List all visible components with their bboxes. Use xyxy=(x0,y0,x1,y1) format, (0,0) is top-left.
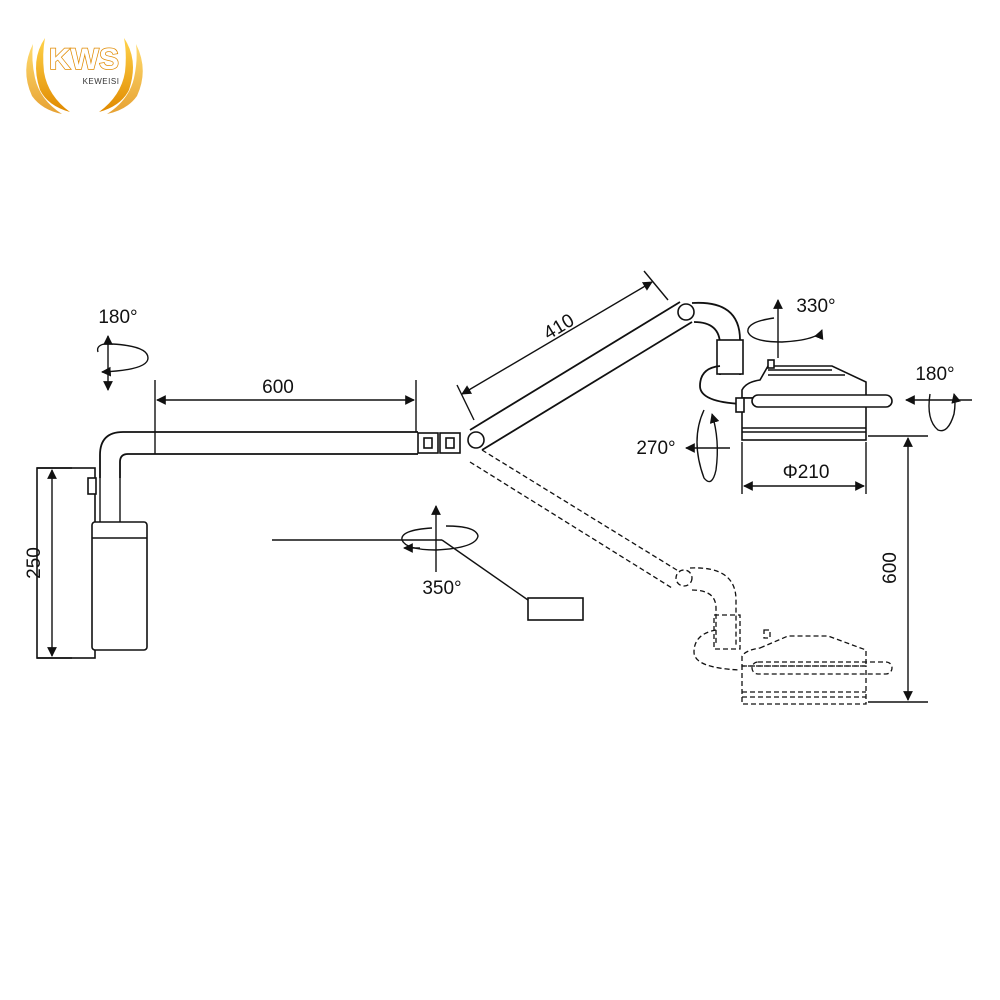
main-arm xyxy=(99,431,461,478)
label-second-arm-length: 410 xyxy=(540,310,578,344)
label-wall-pivot: 180° xyxy=(98,307,137,328)
wall-mount-box xyxy=(36,467,148,659)
logo-mark: KWS xyxy=(49,43,119,76)
lamp-head xyxy=(735,359,893,441)
upper-arm xyxy=(467,301,744,451)
rotation-head-top: 330° xyxy=(747,296,836,358)
label-lower-arm: 350° xyxy=(422,578,461,599)
brand-logo: KWS KEWEISI xyxy=(26,38,143,114)
rotation-head-tilt: 270° xyxy=(636,409,730,483)
dim-head-drop: 600 xyxy=(868,435,928,703)
lower-position-ghost xyxy=(469,449,893,705)
label-head-diameter: Φ210 xyxy=(783,462,830,483)
label-head-drop: 600 xyxy=(880,552,901,584)
dim-arm-length: 600 xyxy=(154,377,417,432)
label-mount-height: 250 xyxy=(24,547,45,579)
logo-wings-icon xyxy=(26,38,143,114)
label-head-side: 180° xyxy=(915,364,954,385)
label-head-tilt: 270° xyxy=(636,438,675,459)
rotation-wall-pivot: 180° xyxy=(96,307,149,391)
label-arm-length: 600 xyxy=(262,377,294,398)
rotation-lower-arm: 350° xyxy=(401,505,479,599)
dim-second-arm-length: 410 xyxy=(456,270,669,421)
rotation-head-side: 180° xyxy=(905,364,972,432)
lower-arm-leader xyxy=(272,539,584,621)
dim-head-diameter: Φ210 xyxy=(741,442,867,494)
logo-name: KEWEISI xyxy=(83,77,120,86)
label-head-top: 330° xyxy=(796,296,835,317)
dim-mount-height: 250 xyxy=(24,467,72,659)
